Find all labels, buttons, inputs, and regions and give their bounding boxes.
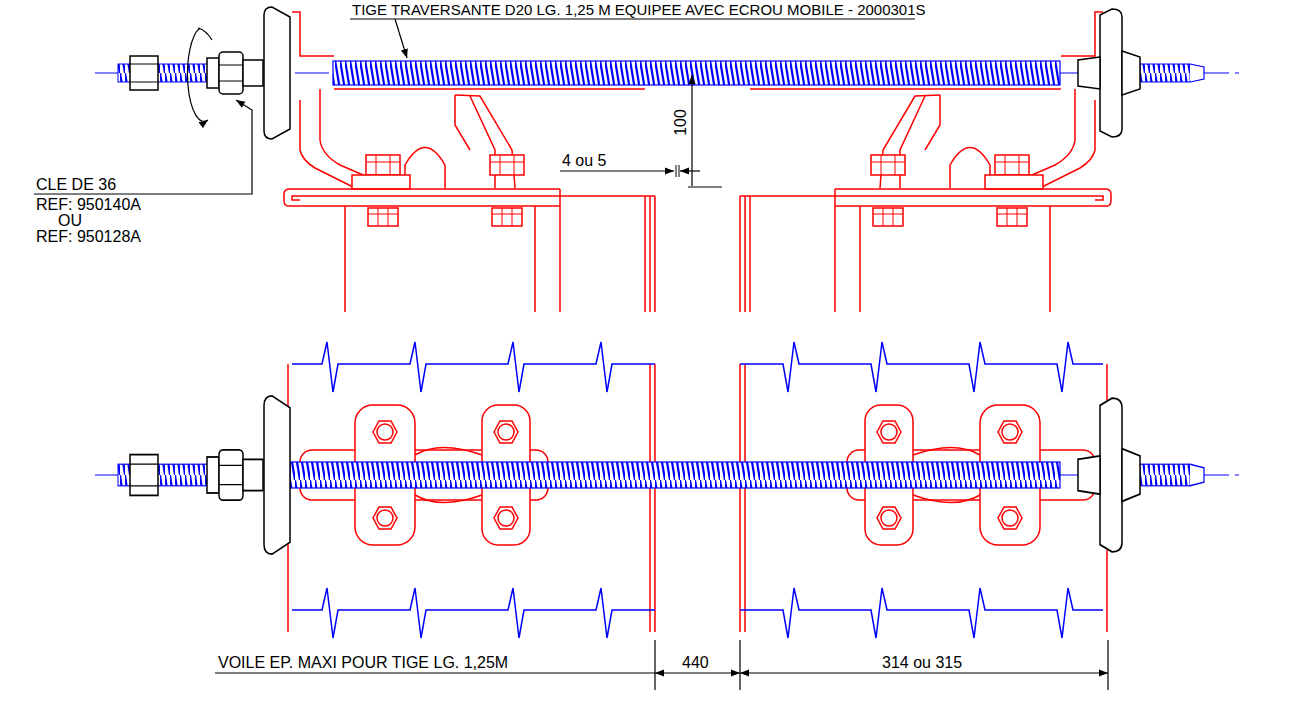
callout-text: OU: [58, 212, 82, 229]
reference-number: REF: 950128A: [36, 228, 141, 245]
reference-number: REF: 950140A: [36, 196, 141, 213]
dimension: 314 ou 315: [882, 654, 962, 671]
dimension-note: VOILE EP. MAXI POUR TIGE LG. 1,25M: [218, 654, 508, 671]
dimension: 100: [671, 109, 688, 136]
dimension: 440: [682, 654, 709, 671]
wrench-callout: CLE DE 36: [36, 176, 116, 193]
rod-callout: TIGE TRAVERSANTE D20 LG. 1,25 M EQUIPEE …: [352, 1, 926, 18]
dimension: 4 ou 5: [562, 152, 606, 169]
